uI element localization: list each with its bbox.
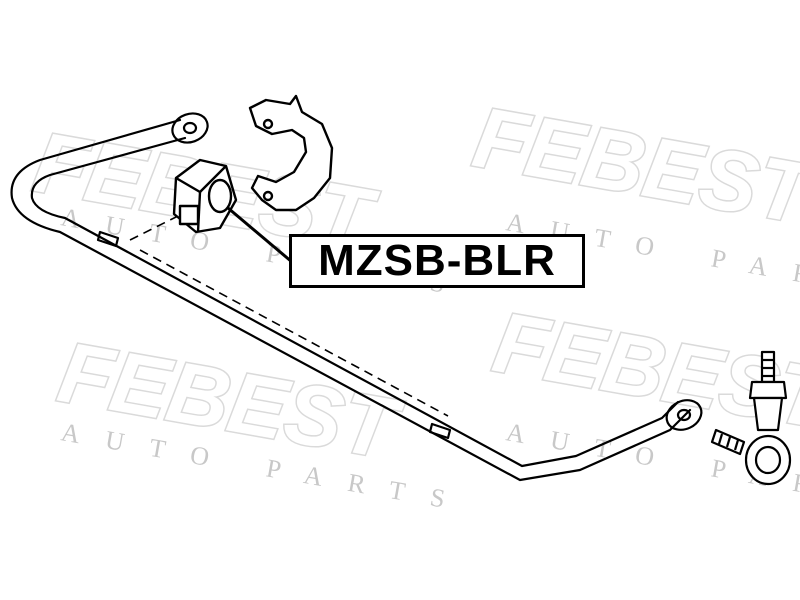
watermark-layer: FEBEST AUTO PARTS FEBEST AUTO PARTS FEBE…: [25, 88, 800, 518]
part-number-text: MZSB-BLR: [318, 236, 556, 285]
bracket-icon: [248, 94, 334, 212]
mounting-guide-lines: [129, 213, 449, 417]
bushing-icon: [172, 158, 238, 234]
leader-line: [227, 206, 293, 264]
part-number-label: MZSB-BLR: [289, 234, 585, 288]
stabilizer-bar-icon: [10, 112, 703, 482]
link-rod-icon: [710, 350, 792, 486]
